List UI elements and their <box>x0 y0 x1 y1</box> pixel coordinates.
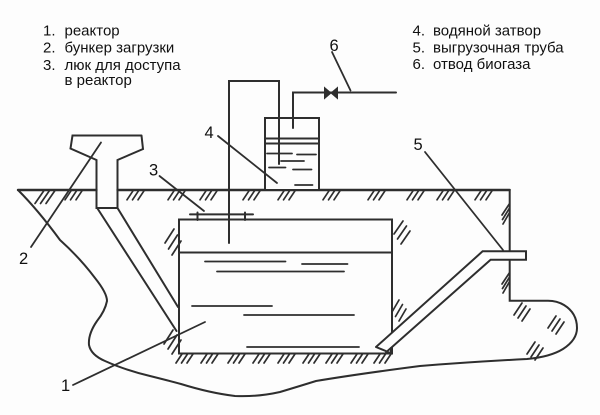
svg-text:2: 2 <box>19 250 28 268</box>
svg-text:3: 3 <box>149 162 158 180</box>
svg-text:3.: 3. <box>43 57 56 74</box>
svg-text:2.: 2. <box>43 40 56 57</box>
svg-text:1: 1 <box>61 377 70 395</box>
svg-text:водяной затвор: водяной затвор <box>433 23 541 40</box>
svg-text:1.: 1. <box>43 22 56 39</box>
svg-text:6.: 6. <box>413 56 426 73</box>
svg-text:реактор: реактор <box>65 22 120 39</box>
svg-text:отвод биогаза: отвод биогаза <box>433 56 531 73</box>
svg-text:бункер загрузки: бункер загрузки <box>65 40 175 57</box>
svg-text:6: 6 <box>330 37 339 55</box>
svg-text:4.: 4. <box>413 23 426 40</box>
svg-text:выгрузочная труба: выгрузочная труба <box>433 39 564 56</box>
svg-text:в реактор: в реактор <box>65 72 132 89</box>
svg-text:5.: 5. <box>413 39 426 56</box>
svg-text:4: 4 <box>205 124 214 142</box>
svg-text:5: 5 <box>414 136 423 154</box>
svg-text:люк для доступа: люк для доступа <box>65 57 182 74</box>
